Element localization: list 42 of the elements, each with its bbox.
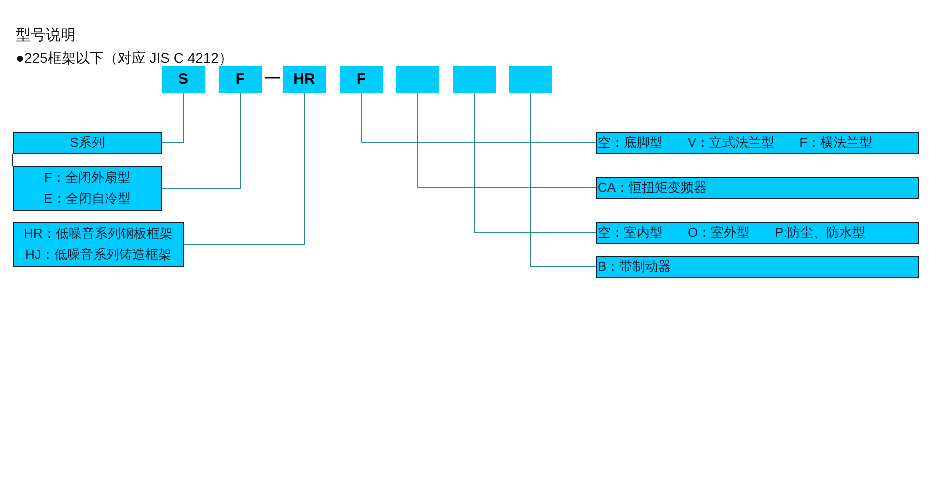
description-text: E：全闭自冷型 — [44, 190, 131, 208]
description-box — [596, 177, 919, 199]
description-box — [596, 132, 919, 154]
description-text: O：室外型 — [688, 224, 750, 242]
code-letter: HR — [294, 72, 316, 87]
description-text: F：全闭外扇型 — [44, 169, 130, 187]
empty-code-box — [509, 66, 552, 93]
description-box — [596, 256, 919, 278]
description-text: P:防尘、防水型 — [775, 224, 866, 242]
connector-line — [417, 92, 596, 188]
description-text: 空：底脚型 — [598, 134, 663, 152]
description-text: HJ：低噪音系列铸造框架 — [26, 246, 172, 264]
description-box — [596, 222, 919, 244]
connector-line — [12, 154, 14, 166]
description-box — [13, 132, 162, 154]
code-box — [283, 66, 326, 93]
description-text: F：横法兰型 — [800, 134, 873, 152]
connector-line — [162, 92, 184, 144]
empty-code-box — [453, 66, 496, 93]
connector-line — [184, 92, 305, 245]
code-box — [340, 66, 383, 93]
connector-line — [530, 92, 596, 268]
description-box — [13, 166, 162, 211]
description-text: S系列 — [70, 134, 105, 152]
heading-text: 型号说明 — [16, 26, 76, 46]
code-letter: F — [356, 72, 366, 87]
code-box — [219, 66, 262, 93]
description-box — [13, 222, 184, 267]
description-text: HR：低噪音系列钢板框架 — [24, 225, 173, 243]
connector-line — [361, 92, 596, 144]
connector-line — [474, 92, 596, 234]
subtitle-text: ●225框架以下（对应 JIS C 4212） — [16, 49, 233, 68]
description-text: CA：恒扭矩变频器 — [598, 179, 708, 197]
code-box — [162, 66, 205, 93]
description-text: V：立式法兰型 — [688, 134, 775, 152]
description-text: 空：室内型 — [598, 224, 663, 242]
code-letter: S — [178, 72, 188, 87]
connector-line — [162, 92, 241, 189]
code-letter: F — [236, 72, 246, 87]
separator-dash: — — [265, 68, 280, 88]
empty-code-box — [396, 66, 439, 93]
description-text: B：带制动器 — [598, 258, 672, 276]
